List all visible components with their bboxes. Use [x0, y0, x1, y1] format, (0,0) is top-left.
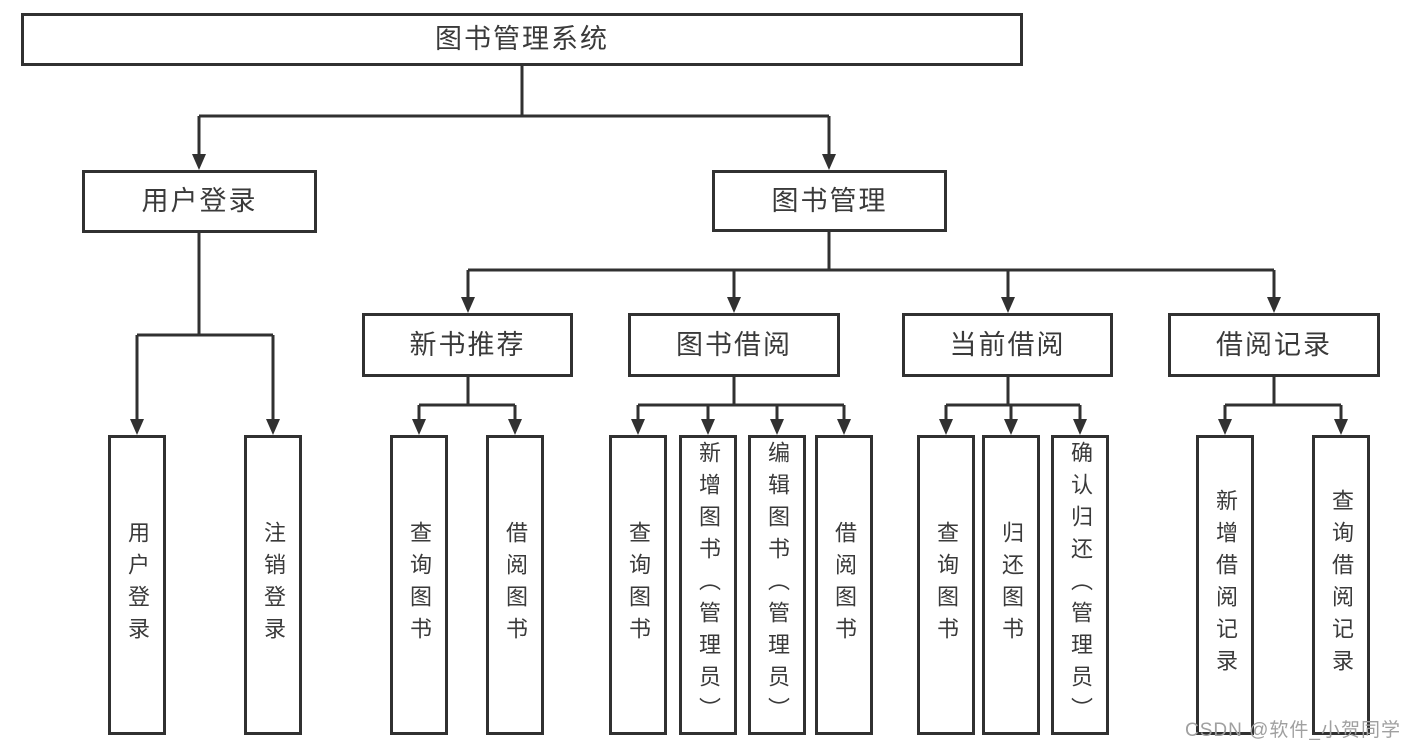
node-borrow-records: 借阅记录: [1168, 313, 1380, 377]
leaf-query-books-recommend: 查询图书: [390, 435, 448, 735]
arrowhead-icon: [701, 419, 715, 435]
leaf-user-login-label: 用户登录: [125, 521, 150, 649]
arrowhead-icon: [508, 419, 522, 435]
leaf-return-books-label: 归还图书: [999, 521, 1024, 649]
node-book-borrowing-label: 图书借阅: [676, 329, 792, 360]
leaf-return-books: 归还图书: [982, 435, 1040, 735]
leaf-edit-books-admin: 编辑图书（管理员）: [748, 435, 806, 735]
node-new-book-recommend-label: 新书推荐: [409, 329, 526, 360]
leaf-add-borrow-record: 新增借阅记录: [1196, 435, 1254, 735]
leaf-query-books-borrowing-label: 查询图书: [626, 521, 651, 649]
arrowhead-icon: [939, 419, 953, 435]
arrowhead-icon: [770, 419, 784, 435]
leaf-query-borrow-record: 查询借阅记录: [1312, 435, 1370, 735]
arrowhead-icon: [1001, 297, 1015, 313]
arrowhead-icon: [727, 297, 741, 313]
node-current-borrowing: 当前借阅: [902, 313, 1113, 377]
node-library-management-system: 图书管理系统: [21, 13, 1023, 66]
arrowhead-icon: [1334, 419, 1348, 435]
node-current-borrowing-label: 当前借阅: [949, 329, 1066, 360]
leaf-user-login: 用户登录: [108, 435, 166, 735]
arrowhead-icon: [837, 419, 851, 435]
leaf-borrow-books-label: 借阅图书: [832, 521, 857, 649]
arrowhead-icon: [1267, 297, 1281, 313]
arrowhead-icon: [1004, 419, 1018, 435]
node-book-borrowing: 图书借阅: [628, 313, 840, 377]
arrowhead-icon: [130, 419, 144, 435]
leaf-edit-books-admin-label: 编辑图书（管理员）: [765, 441, 790, 729]
arrowhead-icon: [266, 419, 280, 435]
arrowhead-icon: [631, 419, 645, 435]
node-new-book-recommend: 新书推荐: [362, 313, 573, 377]
arrowhead-icon: [412, 419, 426, 435]
leaf-query-books-current-label: 查询图书: [934, 521, 959, 649]
leaf-borrow-books: 借阅图书: [815, 435, 873, 735]
leaf-query-borrow-record-label: 查询借阅记录: [1329, 489, 1354, 681]
leaf-logout: 注销登录: [244, 435, 302, 735]
leaf-query-books-current: 查询图书: [917, 435, 975, 735]
arrowhead-icon: [192, 154, 206, 170]
arrowhead-icon: [461, 297, 475, 313]
leaf-add-borrow-record-label: 新增借阅记录: [1213, 489, 1238, 681]
connector-path: [135, 66, 1343, 423]
arrowhead-icon: [1218, 419, 1232, 435]
node-user-login-label: 用户登录: [141, 186, 258, 216]
leaf-add-books-admin-label: 新增图书（管理员）: [696, 441, 721, 729]
watermark: CSDN @软件_小贺同学: [1185, 720, 1401, 741]
node-user-login: 用户登录: [82, 170, 317, 233]
leaf-logout-label: 注销登录: [261, 521, 286, 649]
leaf-add-books-admin: 新增图书（管理员）: [679, 435, 737, 735]
leaf-borrow-books-recommend: 借阅图书: [486, 435, 544, 735]
arrowheads: [130, 154, 1348, 435]
leaf-confirm-return-admin: 确认归还（管理员）: [1051, 435, 1109, 735]
arrowhead-icon: [822, 154, 836, 170]
node-book-management-label: 图书管理: [771, 185, 888, 216]
node-library-management-system-label: 图书管理系统: [435, 24, 609, 54]
arrowhead-icon: [1073, 419, 1087, 435]
leaf-borrow-books-recommend-label: 借阅图书: [503, 521, 528, 649]
leaf-query-books-borrowing: 查询图书: [609, 435, 667, 735]
node-book-management: 图书管理: [712, 170, 947, 232]
leaf-confirm-return-admin-label: 确认归还（管理员）: [1068, 441, 1093, 729]
leaf-query-books-recommend-label: 查询图书: [407, 521, 432, 649]
node-borrow-records-label: 借阅记录: [1216, 329, 1332, 360]
